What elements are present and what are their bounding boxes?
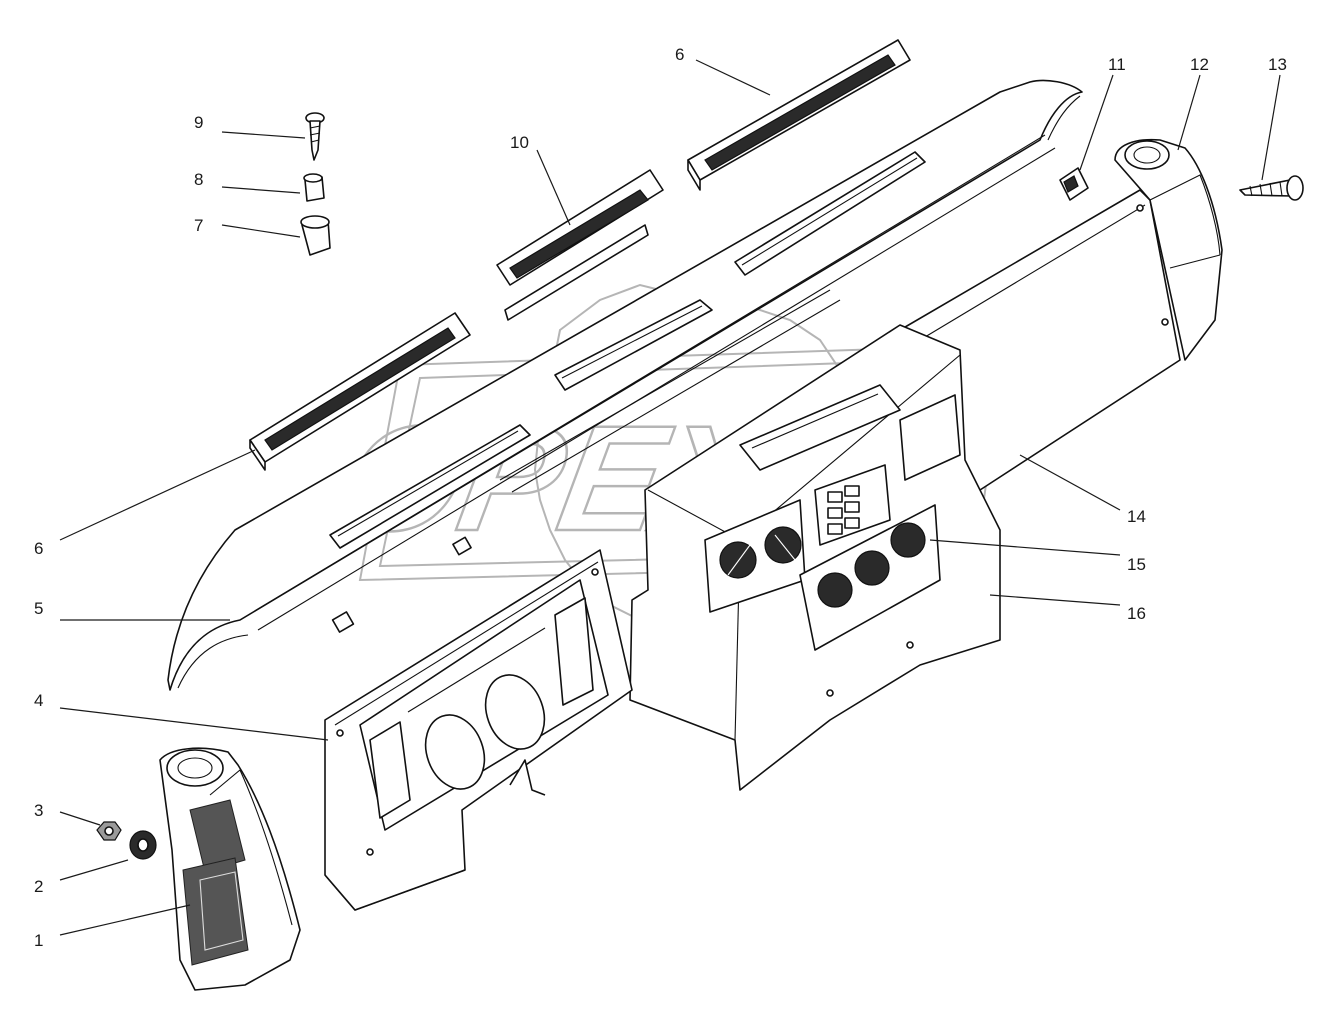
part-2-washer: [129, 830, 157, 860]
callout-12: 12: [1190, 55, 1209, 74]
part-12-right-pod: [1114, 138, 1223, 361]
part-9-screw: [305, 112, 325, 161]
callout-2: 2: [34, 877, 43, 896]
part-8-spacer: [303, 173, 325, 202]
callout-4: 4: [34, 691, 43, 710]
part-3-nut: [96, 821, 122, 841]
part-16-center-console: [629, 324, 1001, 791]
callout-7: 7: [194, 216, 203, 235]
leader-lines: [59, 59, 1281, 936]
callout-10: 10: [510, 133, 529, 152]
part-6-vent-grille-upper: [687, 39, 911, 191]
part-6-vent-grille-lower: [249, 312, 471, 471]
callout-5: 5: [34, 599, 43, 618]
callout-15: 15: [1127, 555, 1146, 574]
part-11-clip: [1059, 167, 1089, 201]
callout-11: 11: [1108, 55, 1126, 74]
callout-6-upper: 6: [675, 45, 684, 64]
callout-labels: 1 2 3 4 5 6 6 7 8 9 10 11 12 13 14 15 16: [34, 45, 1287, 950]
part-13-screw: [1239, 175, 1304, 201]
part-10-vent-grille: [496, 169, 664, 321]
callout-6-lower: 6: [34, 539, 43, 558]
callout-1: 1: [34, 931, 43, 950]
callout-14: 14: [1127, 507, 1146, 526]
part-7-bushing: [300, 215, 331, 256]
callout-8: 8: [194, 170, 203, 189]
callout-13: 13: [1268, 55, 1287, 74]
part-1-left-pod: [159, 747, 301, 991]
callout-16: 16: [1127, 604, 1146, 623]
part-5-dash-top-cover: [167, 79, 1083, 691]
callout-9: 9: [194, 113, 203, 132]
part-4-instrument-panel: [324, 549, 633, 911]
callout-3: 3: [34, 801, 43, 820]
